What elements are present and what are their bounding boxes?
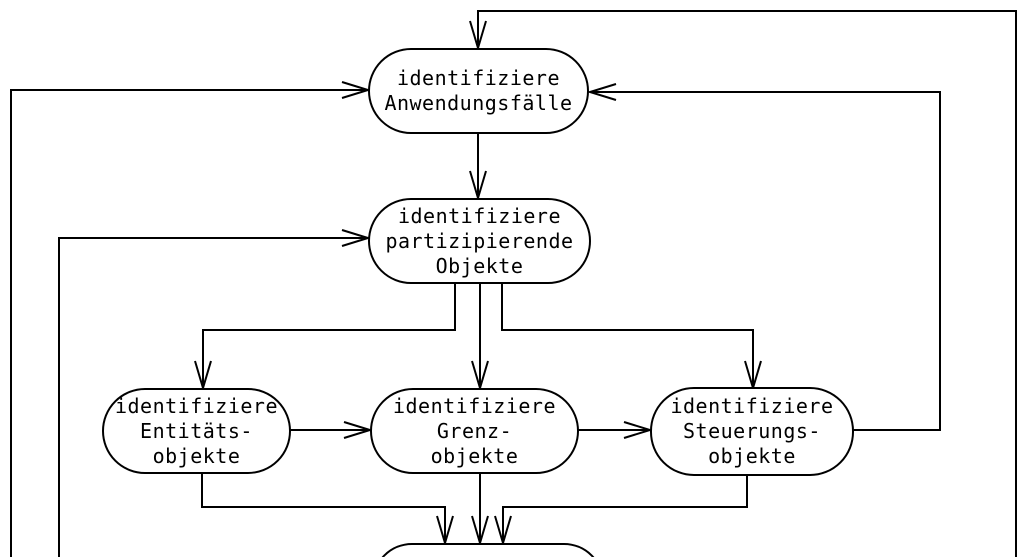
node-identifiziere-anwendungsfaelle: identifiziere Anwendungsfälle (368, 48, 589, 134)
node-label: identifiziere Steuerungs- objekte (670, 394, 834, 468)
edge-partizipierende-to-entitaets (194, 283, 456, 392)
node-bottom-cutoff (372, 543, 604, 557)
node-label: identifiziere Anwendungsfälle (384, 66, 573, 115)
node-label: identifiziere Grenz- objekte (392, 393, 557, 468)
node-label: identifiziere partizipierende Objekte (385, 203, 574, 278)
node-label: identifiziere Entitäts- objekte (114, 393, 279, 468)
edge-partizipierende-to-steuerungs (501, 283, 762, 392)
edge-grenz-to-steuerungs (578, 421, 654, 439)
edge-grenz-to-bottom-node (471, 473, 489, 547)
node-identifiziere-entitaets-objekte: identifiziere Entitäts- objekte (102, 388, 291, 474)
edge-steuerungs-to-anwendungsfaelle (586, 83, 941, 431)
edge-anwendungsfaelle-to-partizipierende (469, 133, 487, 202)
node-identifiziere-grenz-objekte: identifiziere Grenz- objekte (370, 388, 579, 474)
node-identifiziere-partizipierende-objekte: identifiziere partizipierende Objekte (368, 198, 591, 284)
node-identifiziere-steuerungs-objekte: identifiziere Steuerungs- objekte (650, 387, 854, 476)
edge-partizipierende-to-grenz (471, 283, 489, 392)
edge-steuerungs-to-bottom-node (494, 475, 748, 547)
edge-feedback-outer-left-to-anwendungsfaelle (10, 81, 372, 557)
edge-entitaets-to-bottom-node (201, 473, 454, 547)
edge-entitaets-to-grenz (290, 421, 374, 439)
